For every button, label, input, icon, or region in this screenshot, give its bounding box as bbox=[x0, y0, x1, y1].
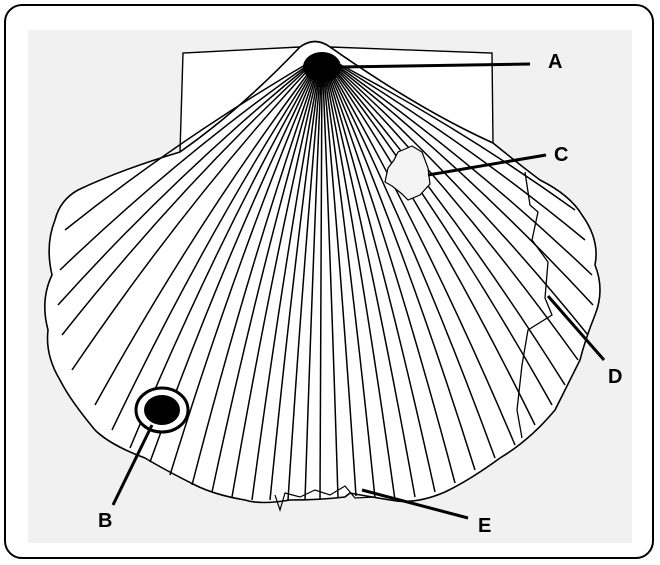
dark-spot-b bbox=[144, 395, 180, 425]
label-d: D bbox=[608, 366, 622, 388]
label-b: B bbox=[98, 510, 112, 532]
dark-spot-a bbox=[303, 52, 341, 82]
label-c: C bbox=[554, 144, 568, 166]
label-a: A bbox=[548, 51, 562, 73]
label-e: E bbox=[478, 515, 491, 537]
